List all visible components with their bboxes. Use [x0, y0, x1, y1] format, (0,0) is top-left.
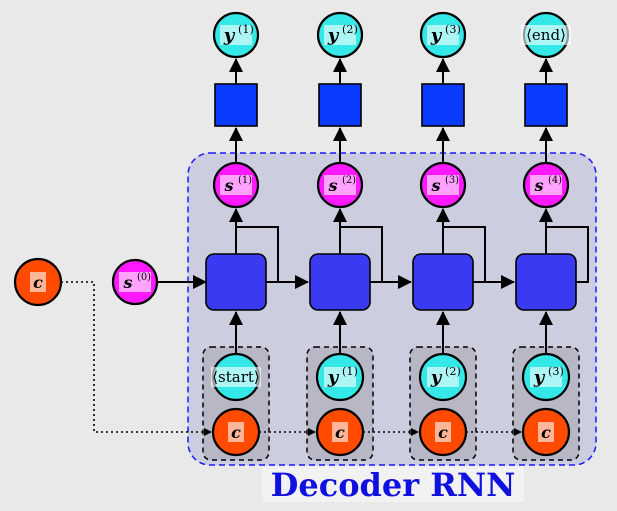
input-node-label-base: y	[533, 367, 546, 388]
final-state-feed-path	[546, 226, 589, 283]
state-node-label: s (1)	[220, 175, 252, 195]
input-node-label-box	[530, 367, 562, 387]
output-node-label-base: y	[327, 25, 340, 46]
state-node-label-base: s	[430, 176, 440, 195]
input-node-label: ⟨start⟩	[211, 367, 261, 387]
state-node-label-box	[220, 175, 252, 195]
input-node-label-box	[211, 367, 261, 387]
initial-state-label-box	[119, 272, 151, 292]
state-node-label: s (2)	[324, 175, 356, 195]
context-node-label-box	[30, 272, 46, 292]
context-copy-label-base: c	[335, 423, 345, 442]
output-node-label-sup: (2)	[342, 23, 358, 36]
input-node-label-base: y	[430, 367, 443, 388]
context-copy-label-box	[538, 422, 554, 442]
input-node-label-box	[427, 367, 459, 387]
output-node-label-box	[220, 25, 252, 45]
initial-state-label-base: s	[122, 273, 132, 292]
state-node-label: s (3)	[427, 175, 459, 195]
context-feed-path	[61, 281, 212, 436]
projection-layer	[524, 83, 568, 127]
output-node-label-box	[521, 25, 571, 45]
context-copy-label: c	[538, 422, 554, 442]
diagram-title: Decoder RNN	[271, 466, 516, 504]
state-feed-path	[443, 226, 486, 282]
rnn-cell	[515, 253, 577, 311]
state-node-label-box	[324, 175, 356, 195]
state-node-label: s (4)	[530, 175, 562, 195]
input-node-label-sup: (2)	[445, 365, 461, 378]
context-copy-label-box	[228, 422, 244, 442]
title-backing	[262, 466, 524, 502]
projection-layer	[318, 83, 362, 127]
input-node-label-sup: (3)	[548, 365, 564, 378]
rnn-cell	[309, 253, 371, 311]
input-node-label-base: y	[327, 367, 340, 388]
state-feed-path	[236, 226, 279, 282]
context-copy-label-base: c	[438, 423, 448, 442]
output-node-label-text: ⟨end⟩	[526, 26, 566, 44]
output-node-label-box	[324, 25, 356, 45]
output-node-label-base: y	[223, 25, 236, 46]
output-node-label-base: y	[430, 25, 443, 46]
context-copy-label-box	[332, 422, 348, 442]
projection-layer	[421, 83, 465, 127]
context-copy-label: c	[435, 422, 451, 442]
input-node-label: y(1)	[324, 365, 358, 388]
output-node-label-sup: (3)	[445, 23, 461, 36]
state-feed-path	[340, 226, 383, 282]
initial-state-label: s (0)	[119, 272, 151, 292]
input-node-label-box	[324, 367, 356, 387]
output-node-label-sup: (1)	[238, 23, 254, 36]
state-node-label-sup: (1)	[238, 175, 252, 186]
input-node-label-text: ⟨start⟩	[212, 368, 260, 386]
projection-layer	[214, 83, 258, 127]
output-node-label: y(2)	[324, 23, 358, 46]
state-node-label-box	[427, 175, 459, 195]
initial-state-label-sup: (0)	[137, 272, 151, 283]
state-node-label-sup: (2)	[342, 175, 356, 186]
output-node-label: y(3)	[427, 23, 461, 46]
context-node-label-base: c	[33, 273, 43, 292]
state-node-label-sup: (4)	[548, 175, 562, 186]
decoder-region	[187, 152, 597, 466]
state-node-label-sup: (3)	[445, 175, 459, 186]
context-copy-label-base: c	[541, 423, 551, 442]
output-node-label: y(1)	[220, 23, 254, 46]
state-node-label-base: s	[223, 176, 233, 195]
output-node-label-box	[427, 25, 459, 45]
input-node-label: y(2)	[427, 365, 461, 388]
input-node-label-sup: (1)	[342, 365, 358, 378]
context-copy-label: c	[332, 422, 348, 442]
state-node-label-base: s	[533, 176, 543, 195]
output-node-label: ⟨end⟩	[521, 25, 571, 45]
rnn-cell	[412, 253, 474, 311]
context-copy-label: c	[228, 422, 244, 442]
context-node-label: c	[30, 272, 46, 292]
state-node-label-base: s	[327, 176, 337, 195]
context-copy-label-base: c	[231, 423, 241, 442]
rnn-cell	[205, 253, 267, 311]
context-copy-label-box	[435, 422, 451, 442]
state-node-label-box	[530, 175, 562, 195]
input-node-label: y(3)	[530, 365, 564, 388]
